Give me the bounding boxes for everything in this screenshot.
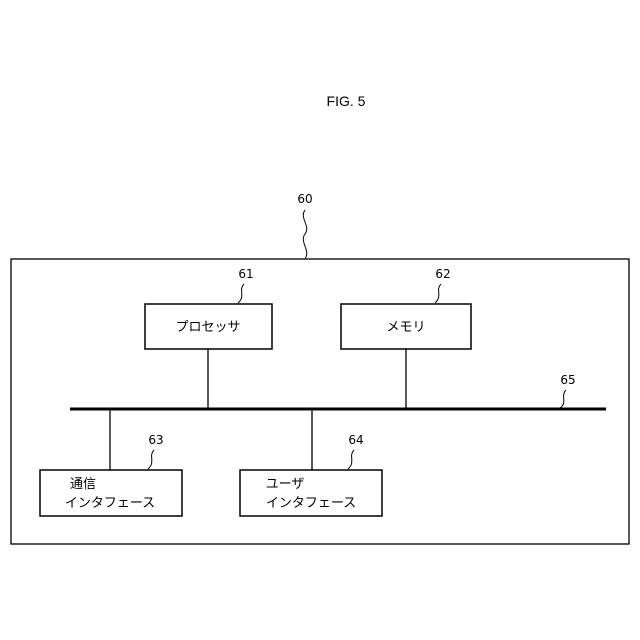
comm-interface-leader-line xyxy=(148,450,154,469)
memory-leader-line xyxy=(435,284,441,303)
comm-interface-ref-label: 63 xyxy=(148,433,163,447)
memory-ref-label: 62 xyxy=(435,267,450,281)
figure-title: FIG. 5 xyxy=(327,93,366,109)
device-ref-label: 60 xyxy=(297,192,312,206)
memory-label: メモリ xyxy=(386,320,425,335)
user-interface-leader-line xyxy=(348,450,354,469)
bus-ref-label: 65 xyxy=(560,373,575,387)
bus-leader-line xyxy=(560,390,566,408)
device-leader-line xyxy=(303,210,306,259)
user-interface-label-line2: インタフェース xyxy=(266,496,356,511)
processor-ref-label: 61 xyxy=(238,267,253,281)
user-interface-label-line1: ユーザ xyxy=(266,477,305,492)
user-interface-ref-label: 64 xyxy=(348,433,363,447)
processor-leader-line xyxy=(238,284,244,303)
comm-interface-label-line2: インタフェース xyxy=(65,496,155,511)
comm-interface-label-line1: 通信 xyxy=(70,477,96,492)
processor-label: プロセッサ xyxy=(175,320,240,335)
